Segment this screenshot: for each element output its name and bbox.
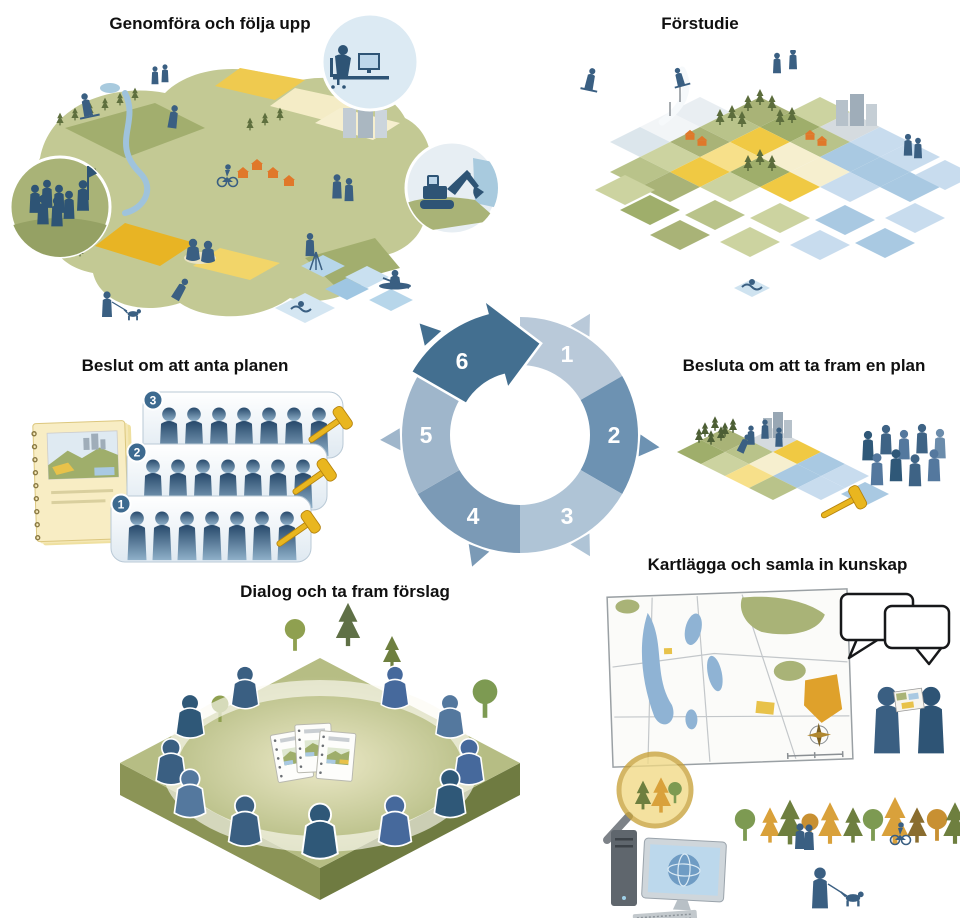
cycle-segment-2 [580, 376, 638, 494]
dog-walker-icon [812, 867, 865, 909]
map-lakes [641, 612, 723, 730]
cycle-diagram: 1 2 3 4 5 6 [380, 296, 660, 567]
spiral-binding-icon [31, 431, 41, 541]
map [606, 588, 854, 768]
cycle-segment-1 [520, 317, 623, 400]
cycle-segment-3 [520, 470, 623, 553]
cycle-number-1: 1 [561, 341, 574, 367]
title-decide-plan: Besluta om att ta fram en plan [682, 356, 926, 375]
cycle-number-3: 3 [561, 503, 574, 529]
surveyor-icon [305, 233, 323, 271]
cycle-number-4: 4 [467, 503, 480, 529]
swimmer-icon [290, 301, 312, 313]
inset-desk-work [320, 12, 420, 112]
speech-bubble-icon [883, 604, 951, 650]
cycle-segment-5 [402, 376, 460, 494]
step-badge [126, 441, 148, 463]
hearing-panel-1: 1 [110, 493, 323, 563]
arrow-to-feasibility-icon [570, 313, 590, 337]
illustration-decide-plan [677, 412, 946, 528]
speech-bubbles [839, 592, 951, 666]
illustration-mapping [603, 588, 960, 918]
plan-cover-illustration [46, 430, 120, 480]
illustration-implement [8, 12, 500, 323]
cycle-number-6: 6 [456, 348, 469, 374]
magnifier-icon [603, 751, 694, 844]
arrow-to-decide-adopt-icon [380, 428, 401, 451]
arrow-to-dialog-icon [468, 544, 490, 567]
picnic-group [184, 238, 216, 264]
illustration-decide-adopt: 3 2 [31, 389, 355, 563]
skier-icon [79, 92, 100, 120]
hiker-icon [804, 824, 814, 850]
inset-excavator [404, 140, 500, 236]
audience-crowd [862, 423, 946, 487]
arrow-to-decide-plan-icon [638, 434, 660, 457]
arrow-to-mapping-icon [570, 533, 590, 557]
swimmer-icon [734, 279, 770, 297]
ski-jump [658, 66, 691, 126]
cycle-ring [402, 296, 638, 553]
globe-icon [668, 854, 700, 886]
computer-tower-icon [611, 830, 637, 906]
worker-icon [789, 50, 797, 70]
cycle-number-2: 2 [608, 422, 621, 448]
hearing-panel-2: 2 [126, 441, 339, 511]
title-mapping: Kartlägga och samla in kunskap [647, 555, 908, 574]
map-highlight-area [804, 674, 843, 723]
title-dialog: Dialog och ta fram förslag [240, 582, 450, 601]
cycle-outward-arrows [380, 313, 660, 567]
cycle-segment-4 [417, 470, 520, 553]
flag-icon [88, 166, 102, 178]
hiker-icon [795, 823, 805, 849]
kayaker-icon [379, 269, 411, 290]
monitor-icon [641, 837, 727, 911]
badge-number: 1 [118, 498, 125, 512]
inset-guided-group [8, 155, 112, 259]
title-decide-adopt: Beslut om att anta planen [81, 356, 289, 375]
walker-icon [344, 178, 354, 202]
illustration-feasibility [580, 50, 960, 297]
cycle-number-5: 5 [420, 422, 433, 448]
feasibility-people [580, 50, 922, 297]
shared-map-icon [893, 687, 925, 713]
map-scale-bar [786, 751, 844, 760]
excavator-icon [420, 170, 484, 209]
title-feasibility: Förstudie [661, 14, 739, 33]
snowboarder-icon [580, 67, 598, 93]
compass-rose-icon [807, 722, 832, 747]
badge-number: 3 [150, 394, 157, 408]
keyboard-icon [632, 909, 698, 918]
proposal-documents [269, 722, 357, 783]
cycle-numbers: 1 2 3 4 5 6 [420, 341, 621, 529]
monitor-icon [358, 53, 380, 70]
river [122, 90, 151, 216]
step-badge [142, 389, 164, 411]
cycle-segment-6-arrow [409, 296, 543, 406]
badge-number: 2 [134, 446, 141, 460]
worker-icon [773, 52, 781, 74]
walker-icon [332, 174, 342, 199]
computer [611, 830, 727, 918]
step-badge [110, 493, 132, 515]
people-outdoors [79, 64, 411, 321]
ski-jumper-icon [673, 67, 691, 89]
title-implement: Genomföra och följa upp [109, 14, 311, 33]
tile-buildings [836, 94, 877, 126]
arrow-to-implement-icon [419, 323, 442, 346]
map-green-areas [615, 596, 825, 681]
hearing-panel-3: 3 [142, 389, 355, 459]
forest-strip [734, 797, 960, 850]
discussing-pair [874, 686, 944, 754]
dog-walker-icon [102, 291, 142, 321]
illustration-dialog [120, 602, 520, 900]
